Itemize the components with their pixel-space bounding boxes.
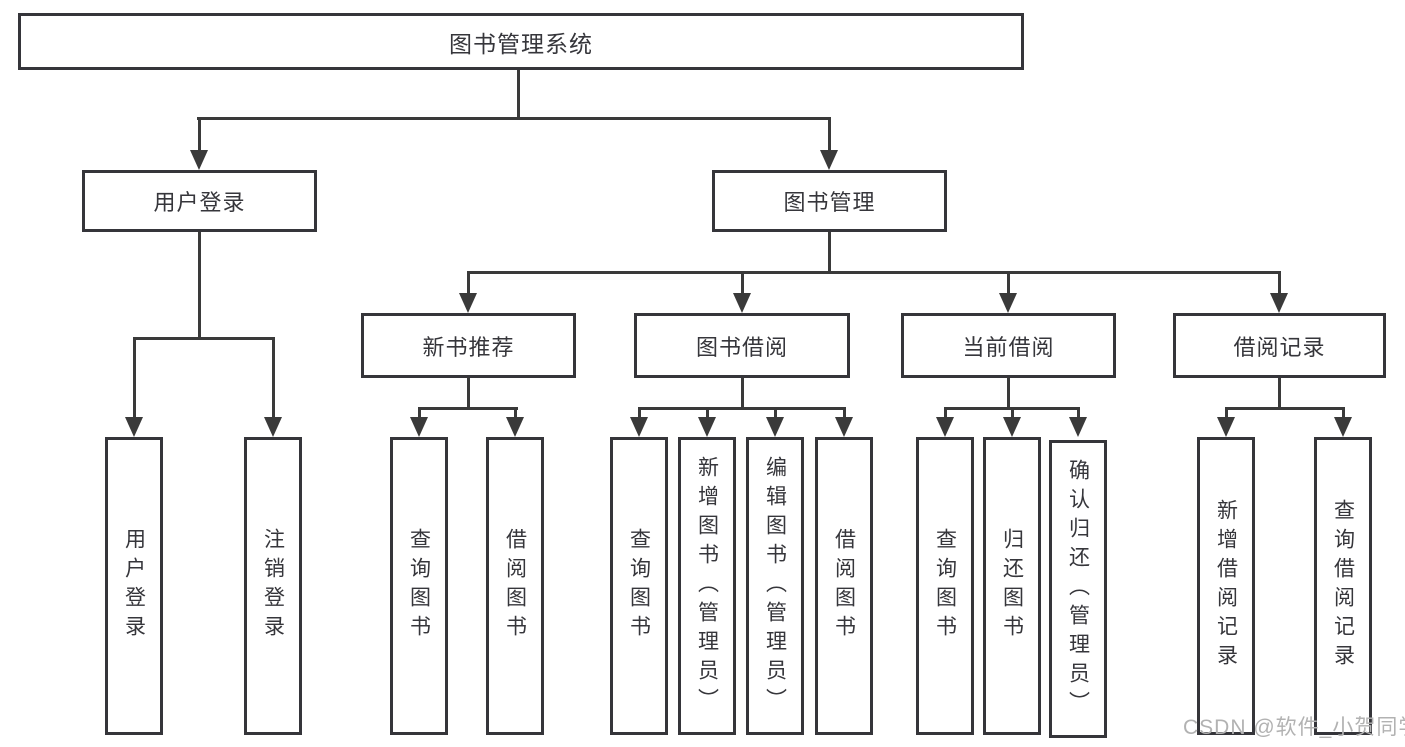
arrow-down-icon	[820, 150, 838, 170]
connector-leaf-drop	[1225, 407, 1228, 421]
leaf-query-record: 查询借阅记录	[1314, 437, 1372, 735]
arrow-down-icon	[410, 417, 428, 437]
watermark: CSDN @软件_小贺同学	[1183, 716, 1405, 739]
leaf-query-book-1: 查询图书	[390, 437, 448, 735]
arrow-down-icon	[1069, 417, 1087, 437]
leaf-borrow-book-1: 借阅图书	[486, 437, 544, 735]
arrow-down-icon	[630, 417, 648, 437]
leaf-query-book-2-label: 查询图书	[627, 528, 651, 644]
connector-leaf-drop	[418, 407, 421, 421]
arrow-down-icon	[1003, 417, 1021, 437]
connector-book-mgmt-drop	[828, 117, 831, 153]
connector-user-login-rail	[133, 337, 275, 340]
arrow-down-icon	[125, 417, 143, 437]
node-book-mgmt: 图书管理	[712, 170, 947, 232]
connector-new-book-rec-stem	[467, 378, 470, 410]
connector-user-login-drop	[198, 117, 201, 153]
connector-root-stem	[517, 69, 520, 120]
connector-book-mgmt-stem	[828, 232, 831, 274]
connector-leaf-drop	[774, 407, 777, 421]
connector-leaf-drop	[638, 407, 641, 421]
leaf-user-login-label: 用户登录	[122, 528, 146, 644]
connector-leaf-drop	[1278, 271, 1281, 297]
leaf-return-book-label: 归还图书	[1000, 528, 1024, 644]
arrow-down-icon	[999, 293, 1017, 313]
leaf-borrow-book-2-label: 借阅图书	[832, 528, 856, 644]
arrow-down-icon	[1334, 417, 1352, 437]
connector-borrow-record-stem	[1278, 378, 1281, 410]
node-current-borrow-label: 当前借阅	[962, 334, 1055, 360]
connector-leaf-drop	[944, 407, 947, 421]
arrow-down-icon	[264, 417, 282, 437]
arrow-down-icon	[459, 293, 477, 313]
connector-leaf-rail	[1225, 407, 1345, 410]
arrow-down-icon	[733, 293, 751, 313]
connector-leaf-rail	[638, 407, 846, 410]
arrow-down-icon	[190, 150, 208, 170]
connector-leaf-drop	[133, 337, 136, 420]
node-borrow-record-label: 借阅记录	[1233, 334, 1326, 360]
arrow-down-icon	[1217, 417, 1235, 437]
connector-leaf-drop	[1342, 407, 1345, 421]
leaf-add-record: 新增借阅记录	[1197, 437, 1255, 735]
connector-current-borrow-stem	[1007, 378, 1010, 410]
node-new-book-rec-label: 新书推荐	[422, 334, 515, 360]
arrow-down-icon	[936, 417, 954, 437]
connector-leaf-drop	[272, 337, 275, 420]
connector-leaf-drop	[1007, 271, 1010, 297]
connector-level2-rail	[467, 271, 1280, 274]
connector-user-login-stem	[198, 232, 201, 340]
leaf-return-book: 归还图书	[983, 437, 1041, 735]
leaf-borrow-book-2: 借阅图书	[815, 437, 873, 735]
leaf-user-login: 用户登录	[105, 437, 163, 735]
leaf-confirm-return: 确认归还（管理员）	[1049, 440, 1107, 738]
node-user-login: 用户登录	[82, 170, 317, 232]
leaf-query-book-3: 查询图书	[916, 437, 974, 735]
connector-leaf-drop	[706, 407, 709, 421]
leaf-add-book: 新增图书（管理员）	[678, 437, 736, 735]
leaf-query-record-label: 查询借阅记录	[1331, 499, 1355, 673]
connector-leaf-drop	[1011, 407, 1014, 421]
leaf-edit-book-label: 编辑图书（管理员）	[763, 455, 787, 717]
leaf-logout: 注销登录	[244, 437, 302, 735]
connector-leaf-drop	[843, 407, 846, 421]
connector-leaf-rail	[418, 407, 518, 410]
node-new-book-rec: 新书推荐	[361, 313, 576, 378]
arrow-down-icon	[1270, 293, 1288, 313]
node-book-mgmt-label: 图书管理	[783, 190, 876, 215]
node-borrow-record: 借阅记录	[1173, 313, 1386, 378]
leaf-query-book-1-label: 查询图书	[407, 528, 431, 644]
node-user-login-label: 用户登录	[153, 190, 246, 215]
connector-level1-rail	[197, 117, 831, 120]
leaf-query-book-2: 查询图书	[610, 437, 668, 735]
node-root: 图书管理系统	[18, 13, 1024, 70]
node-book-borrow: 图书借阅	[634, 313, 850, 378]
connector-leaf-drop	[1077, 407, 1080, 421]
leaf-borrow-book-1-label: 借阅图书	[503, 528, 527, 644]
arrow-down-icon	[766, 417, 784, 437]
arrow-down-icon	[835, 417, 853, 437]
connector-leaf-drop	[741, 271, 744, 297]
arrow-down-icon	[506, 417, 524, 437]
connector-leaf-drop	[514, 407, 517, 421]
leaf-query-book-3-label: 查询图书	[933, 528, 957, 644]
connector-book-borrow-stem	[741, 378, 744, 410]
node-current-borrow: 当前借阅	[901, 313, 1116, 378]
connector-leaf-drop	[467, 271, 470, 297]
leaf-logout-label: 注销登录	[261, 528, 285, 644]
leaf-confirm-return-label: 确认归还（管理员）	[1066, 458, 1090, 720]
leaf-edit-book: 编辑图书（管理员）	[746, 437, 804, 735]
arrow-down-icon	[698, 417, 716, 437]
leaf-add-record-label: 新增借阅记录	[1214, 499, 1238, 673]
node-root-label: 图书管理系统	[449, 30, 593, 57]
leaf-add-book-label: 新增图书（管理员）	[695, 455, 719, 717]
node-book-borrow-label: 图书借阅	[695, 334, 788, 360]
